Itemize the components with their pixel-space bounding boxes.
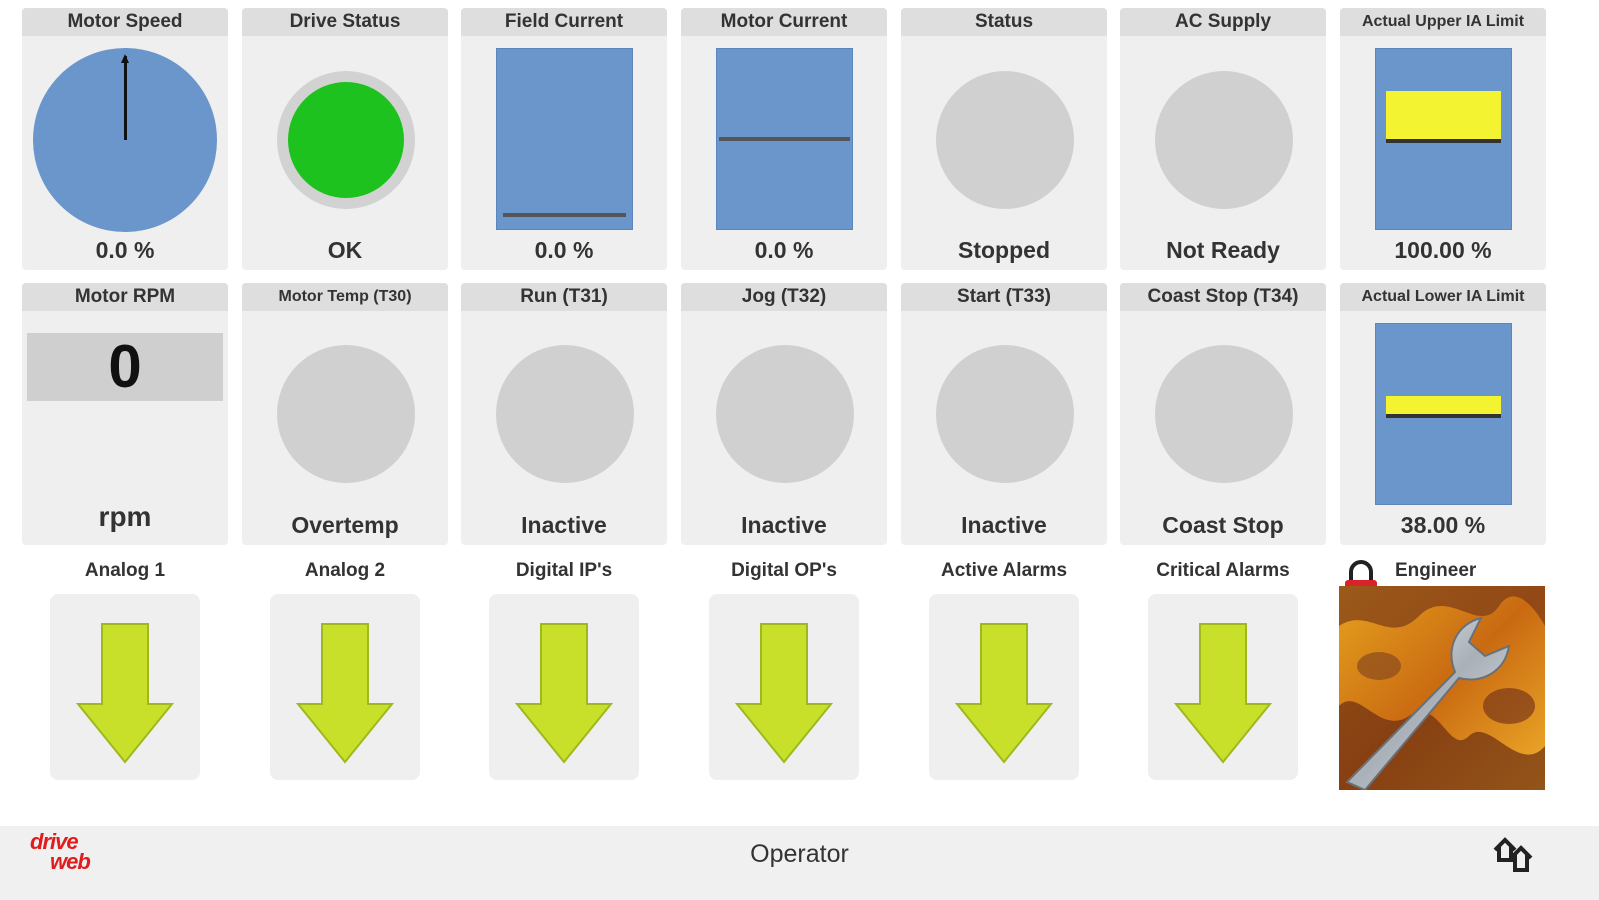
tile-value: Overtemp [291, 512, 399, 538]
wrench-icon [1339, 586, 1545, 790]
arrow-down-icon [296, 623, 394, 764]
tile-value: 0.0 % [534, 237, 594, 263]
tile-title: Jog (T32) [681, 283, 887, 311]
field-current-bar [496, 48, 633, 230]
status-lamp-off [1155, 345, 1293, 483]
tile-title: Motor Temp (T30) [242, 283, 448, 311]
dial-needle-tip [121, 54, 129, 63]
dial-needle [124, 56, 127, 140]
tile-value: 0.0 % [95, 237, 155, 263]
arrow-down-icon [735, 623, 833, 764]
tile-ac-supply: AC Supply Not Ready [1120, 8, 1326, 270]
tile-title: Motor RPM [22, 283, 228, 311]
rpm-readout: 0 [27, 333, 223, 401]
status-lamp-off [936, 345, 1074, 483]
analog-1-button[interactable] [50, 594, 200, 780]
engineer-button[interactable] [1339, 586, 1545, 790]
limit-marker [1386, 396, 1501, 418]
analog-2-button[interactable] [270, 594, 420, 780]
critical-alarms-button[interactable] [1148, 594, 1298, 780]
footer-bar: drive web Operator [0, 826, 1599, 900]
nav-label-digital-ips: Digital IP's [515, 560, 613, 581]
tile-motor-speed: Motor Speed 0.0 % [22, 8, 228, 270]
status-lamp-green [277, 71, 415, 209]
tile-title: Drive Status [242, 8, 448, 36]
arrow-down-icon [955, 623, 1053, 764]
tile-title: Motor Speed [22, 8, 228, 36]
nav-label-digital-ops: Digital OP's [731, 560, 837, 581]
tile-value: Stopped [958, 237, 1050, 263]
arrow-down-icon [515, 623, 613, 764]
status-lamp-off [496, 345, 634, 483]
tile-title: Run (T31) [461, 283, 667, 311]
tile-field-current: Field Current 0.0 % [461, 8, 667, 270]
tile-value: 0.0 % [754, 237, 814, 263]
page-title: Operator [750, 840, 849, 868]
lower-limit-bar [1375, 323, 1512, 505]
tile-title: AC Supply [1120, 8, 1326, 36]
tile-title: Status [901, 8, 1107, 36]
nav-label-analog-1: Analog 1 [84, 560, 166, 581]
tile-motor-current: Motor Current 0.0 % [681, 8, 887, 270]
status-lamp-off [1155, 71, 1293, 209]
status-lamp-off [936, 71, 1074, 209]
tile-value: 38.00 % [1400, 512, 1486, 538]
tile-value: Inactive [961, 512, 1047, 538]
tile-start: Start (T33) Inactive [901, 283, 1107, 545]
tile-upper-ia-limit: Actual Upper IA Limit 100.00 % [1340, 8, 1546, 270]
tile-drive-status: Drive Status OK [242, 8, 448, 270]
digital-ips-button[interactable] [489, 594, 639, 780]
arrow-down-icon [1174, 623, 1272, 764]
tile-title: Field Current [461, 8, 667, 36]
home-icon [1493, 837, 1533, 872]
tile-motor-temp: Motor Temp (T30) Overtemp [242, 283, 448, 545]
tile-value: Coast Stop [1162, 512, 1284, 538]
tile-title: Coast Stop (T34) [1120, 283, 1326, 311]
tile-motor-rpm: Motor RPM 0 rpm [22, 283, 228, 545]
active-alarms-button[interactable] [929, 594, 1079, 780]
digital-ops-button[interactable] [709, 594, 859, 780]
tile-lower-ia-limit: Actual Lower IA Limit 38.00 % [1340, 283, 1546, 545]
nav-label-active-alarms: Active Alarms [940, 560, 1068, 581]
nav-label-critical-alarms: Critical Alarms [1156, 560, 1290, 581]
tile-jog: Jog (T32) Inactive [681, 283, 887, 545]
tile-title: Motor Current [681, 8, 887, 36]
tile-run: Run (T31) Inactive [461, 283, 667, 545]
bar-level-line [503, 213, 626, 217]
lamp-core [288, 82, 404, 198]
tile-title: Actual Upper IA Limit [1340, 8, 1546, 36]
motor-speed-dial [33, 48, 217, 232]
arrow-down-icon [76, 623, 174, 764]
tile-status: Status Stopped [901, 8, 1107, 270]
logo-line-2: web [50, 849, 91, 874]
tile-value: Inactive [741, 512, 827, 538]
tile-value: Inactive [521, 512, 607, 538]
logo-line-1: drive [30, 829, 79, 854]
tile-value: OK [327, 237, 363, 263]
status-lamp-off [277, 345, 415, 483]
tile-value: Not Ready [1166, 237, 1280, 263]
upper-limit-bar [1375, 48, 1512, 230]
home-button[interactable] [1493, 834, 1535, 879]
driveweb-logo: drive web [30, 829, 91, 874]
tile-value: 100.00 % [1394, 237, 1492, 263]
tile-title: Actual Lower IA Limit [1340, 283, 1546, 311]
limit-marker [1386, 91, 1501, 143]
bar-level-line [719, 137, 850, 141]
nav-label-analog-2: Analog 2 [304, 560, 386, 581]
tile-coast-stop: Coast Stop (T34) Coast Stop [1120, 283, 1326, 545]
motor-current-bar [716, 48, 853, 230]
engineer-label: Engineer [1395, 560, 1477, 581]
tile-title: Start (T33) [901, 283, 1107, 311]
rpm-unit: rpm [98, 501, 152, 532]
status-lamp-off [716, 345, 854, 483]
